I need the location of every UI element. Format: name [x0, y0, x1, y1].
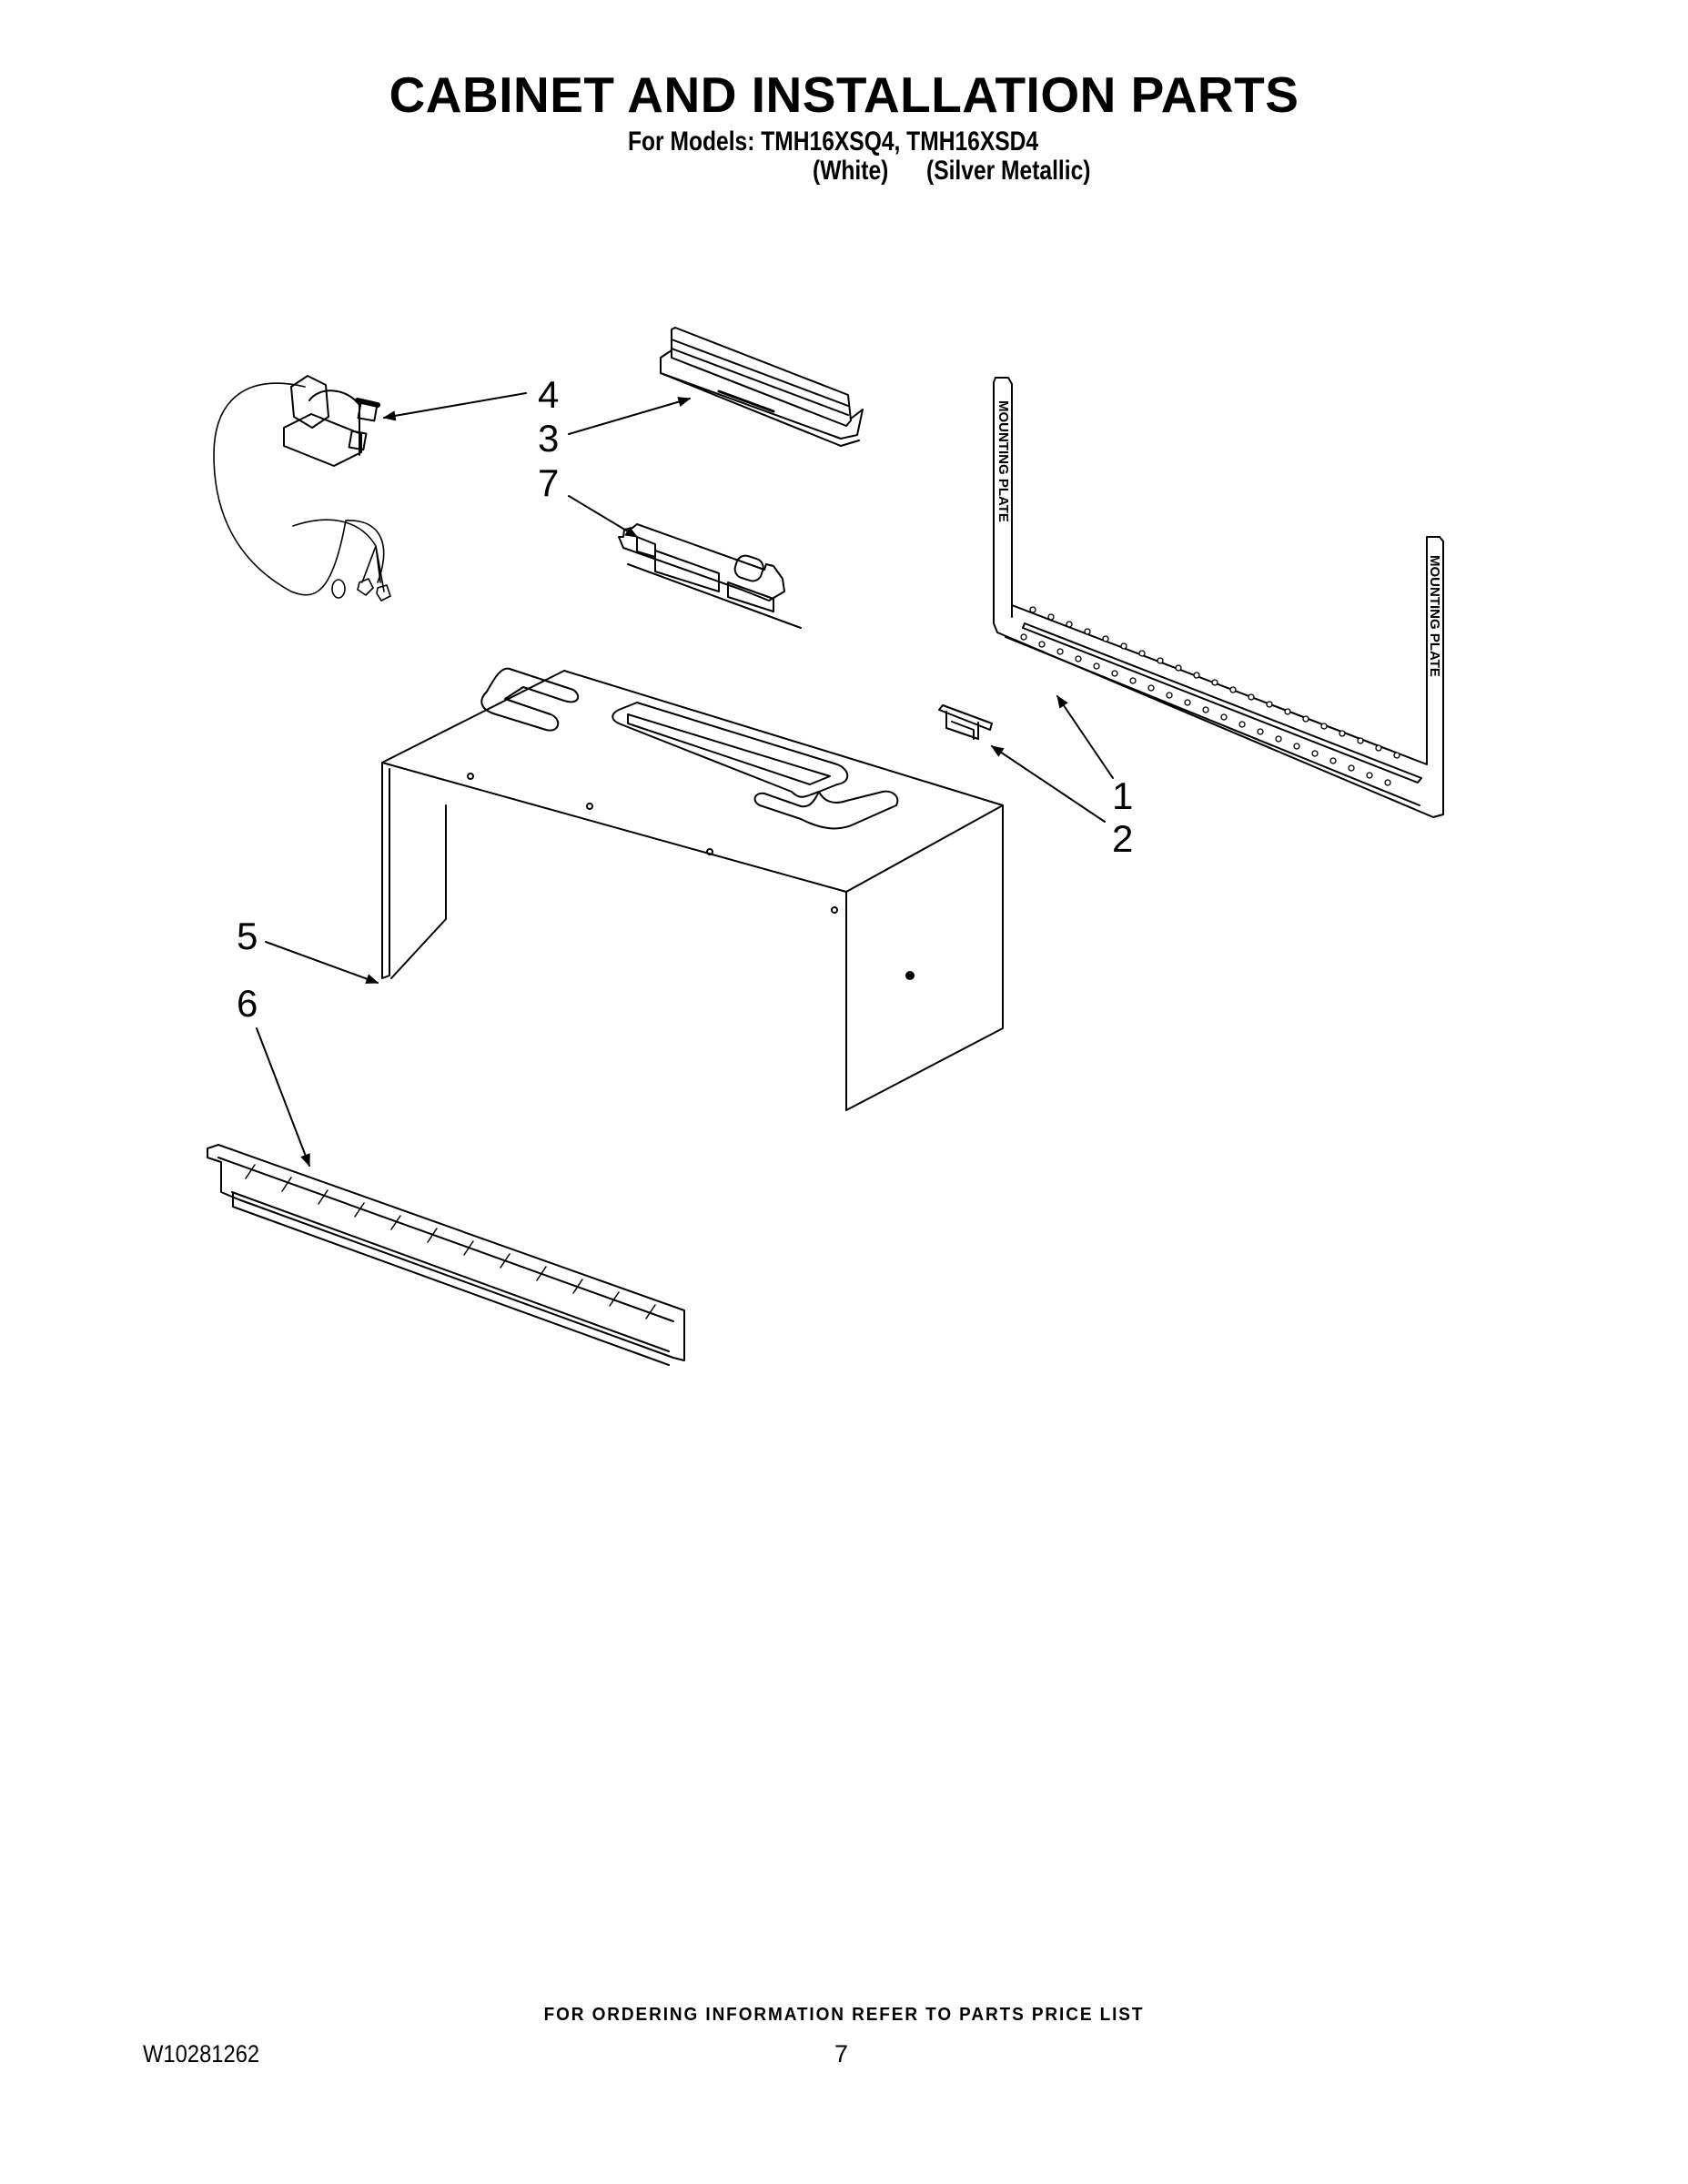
models-line: For Models: TMH16XSQ4, TMH16XSD4 — [628, 126, 1039, 157]
svg-text:MOUNTING PLATE: MOUNTING PLATE — [996, 400, 1011, 522]
callout-6: 6 — [237, 982, 258, 1025]
callout-7: 7 — [538, 461, 560, 504]
control-bracket-plate-part — [618, 523, 802, 629]
callout-2: 2 — [1112, 817, 1134, 860]
vent-grille-part — [207, 1144, 685, 1366]
model-color-white: (White) — [813, 156, 889, 186]
svg-text:MOUNTING PLATE: MOUNTING PLATE — [1427, 555, 1442, 677]
document-number: W10281262 — [143, 2040, 260, 2068]
page-title: CABINET AND INSTALLATION PARTS — [389, 66, 1299, 123]
callout-3: 3 — [538, 417, 560, 460]
callout-1: 1 — [1112, 774, 1134, 817]
page-number: 7 — [834, 2040, 849, 2068]
vent-damper-part — [660, 327, 864, 447]
callout-4: 4 — [538, 373, 560, 416]
callout-5: 5 — [237, 915, 258, 957]
ordering-note: FOR ORDERING INFORMATION REFER TO PARTS … — [543, 2005, 1145, 2025]
power-cord-part — [213, 375, 391, 602]
mounting-plate-part: MOUNTING PLATE MOUNTING PLATE — [993, 377, 1444, 818]
model-color-silver: (Silver Metallic) — [926, 156, 1091, 186]
cabinet-wrapper-part — [381, 667, 1004, 1111]
leader-lines — [256, 392, 1114, 1168]
mounting-bracket-part — [938, 704, 993, 740]
